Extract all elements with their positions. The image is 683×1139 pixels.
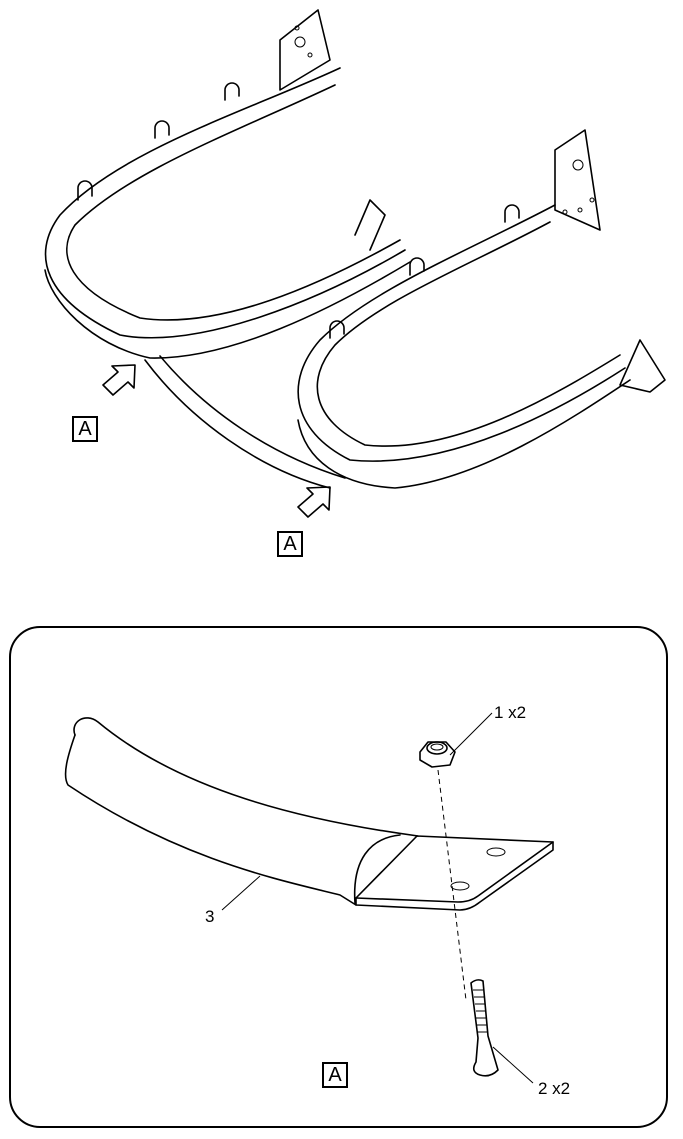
callout-tube: 3 xyxy=(205,907,215,926)
leader-line xyxy=(221,875,261,911)
tube-part-3 xyxy=(64,717,419,906)
view-label-a: A xyxy=(72,416,98,442)
callout-nut: 1 x2 xyxy=(494,703,527,722)
mounting-plate xyxy=(355,835,554,911)
left-rail xyxy=(44,9,411,359)
connecting-strut xyxy=(144,359,331,489)
leader-line xyxy=(449,712,493,756)
callout-bolt: 2 x2 xyxy=(538,1079,571,1098)
assembly-axis-line xyxy=(437,769,467,1001)
view-arrow-icon xyxy=(297,486,331,518)
detail-view-label: A xyxy=(322,1062,348,1088)
leader-line xyxy=(492,1046,534,1084)
view-arrow-icon xyxy=(102,364,136,396)
view-label-a: A xyxy=(277,531,303,557)
nut-part-1 xyxy=(419,741,456,768)
detail-panel xyxy=(9,626,668,1128)
right-rail xyxy=(297,129,666,489)
bolt-part-2 xyxy=(470,979,499,1077)
